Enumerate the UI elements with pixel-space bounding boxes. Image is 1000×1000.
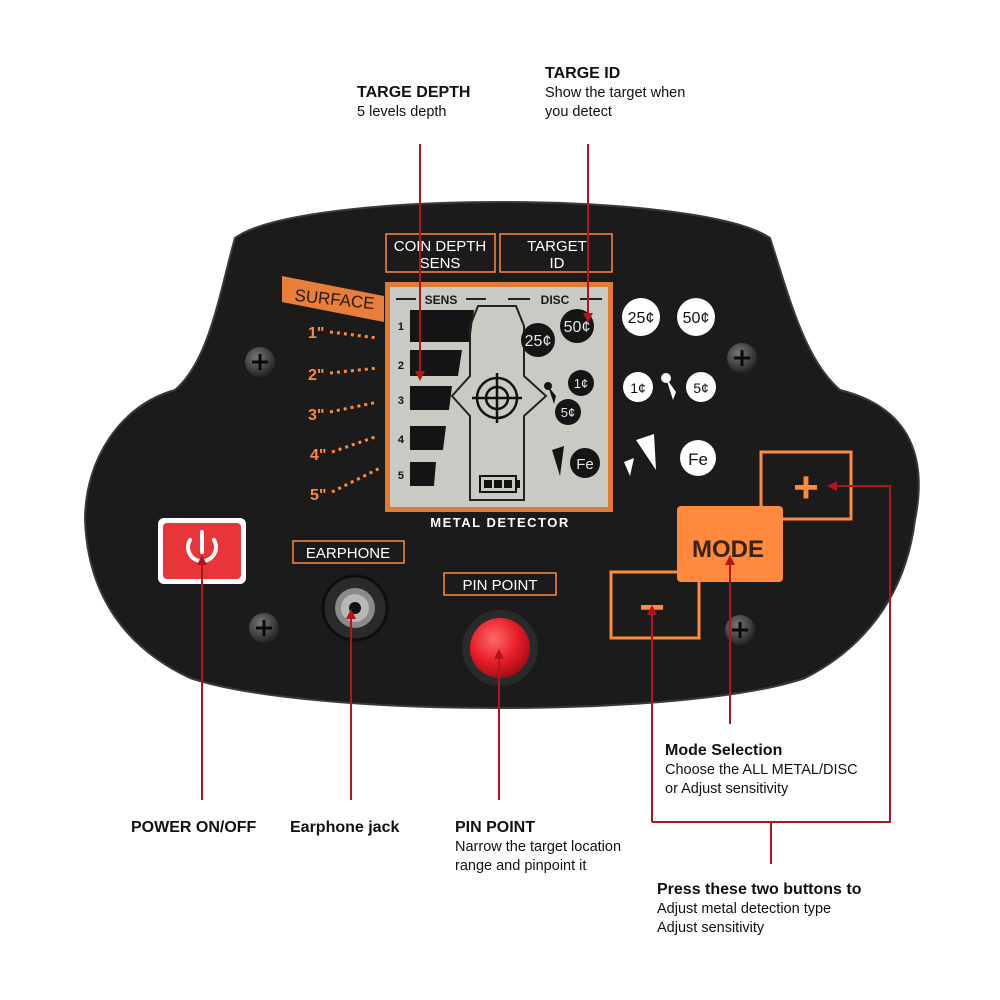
target-id-label: ID (550, 255, 565, 272)
svg-text:5¢: 5¢ (561, 405, 575, 420)
metal-detector-label: METAL DETECTOR (430, 515, 569, 530)
screw-icon (727, 343, 757, 373)
callout-desc: Adjust metal detection type (657, 901, 832, 917)
callout-desc: range and pinpoint it (455, 858, 587, 874)
battery-icon (479, 475, 520, 493)
callout-earphone: Earphone jack (290, 818, 399, 838)
crosshair-icon (472, 373, 522, 423)
mode-label: MODE (692, 536, 764, 563)
callout-desc: 5 levels depth (357, 104, 447, 120)
target-label: TARGET (527, 238, 587, 255)
screen-nail-icon (552, 446, 564, 476)
depth-bars (410, 310, 474, 486)
screw-icon (245, 347, 275, 377)
svg-text:1¢: 1¢ (630, 380, 646, 396)
screen-level-5: 5 (398, 470, 404, 482)
screen-coin-1-icon: 1¢ (568, 370, 594, 396)
callout-title: Earphone jack (290, 819, 400, 836)
callout-title: Mode Selection (665, 742, 783, 759)
callout-target-depth: TARGE DEPTH 5 levels depth (357, 83, 470, 122)
screen-level-1: 1 (398, 321, 404, 333)
screen-sens-label: SENS (425, 293, 458, 307)
callout-title: TARGE ID (545, 65, 621, 82)
power-button[interactable] (158, 518, 246, 584)
depth-mark-4: 4" (310, 447, 326, 464)
callout-power: POWER ON/OFF (131, 818, 256, 838)
callout-title: Press these two buttons to (657, 881, 862, 898)
coin-depth-header-box (385, 233, 496, 273)
screen-level-4: 4 (398, 434, 405, 446)
side-coin-50-icon: 50¢ (677, 298, 715, 336)
earphone-label-box (292, 540, 405, 564)
depth-mark-5: 5" (310, 487, 326, 504)
callout-mode-selection: Mode Selection Choose the ALL METAL/DISC… (665, 741, 858, 799)
earphone-label: EARPHONE (306, 545, 390, 562)
screen-level-3: 3 (398, 395, 404, 407)
depth-mark-1: 1" (308, 325, 324, 342)
side-coin-5-icon: 5¢ (686, 372, 716, 402)
svg-text:50¢: 50¢ (683, 310, 710, 327)
callout-title: TARGE DEPTH (357, 84, 471, 101)
side-nail-icon (624, 434, 656, 476)
side-coin-25-icon: 25¢ (622, 298, 660, 336)
svg-text:25¢: 25¢ (628, 310, 655, 327)
svg-text:25¢: 25¢ (525, 333, 552, 350)
depth-mark-3: 3" (308, 407, 324, 424)
surface-tag (282, 276, 384, 322)
screw-icon (725, 615, 755, 645)
callout-title: POWER ON/OFF (131, 819, 257, 836)
callout-title: PIN POINT (455, 819, 536, 836)
screen-disc-label: DISC (541, 293, 570, 307)
svg-text:Fe: Fe (688, 450, 708, 469)
side-fe-icon: Fe (680, 440, 716, 476)
callout-desc: Choose the ALL METAL/DISC (665, 762, 858, 778)
screen-coin-5-icon: 5¢ (555, 399, 581, 425)
svg-text:50¢: 50¢ (564, 319, 591, 336)
callout-desc: Show the target when (545, 85, 686, 101)
callout-lines (197, 144, 891, 864)
pinpoint-button[interactable] (462, 610, 538, 686)
callout-desc: or Adjust sensitivity (665, 781, 789, 797)
depth-mark-2: 2" (308, 367, 324, 384)
svg-text:1¢: 1¢ (574, 376, 588, 391)
screen-fe-icon: Fe (570, 448, 600, 478)
pinpoint-label-box (443, 572, 557, 596)
callout-desc: Narrow the target location (455, 839, 622, 855)
pinpoint-label: PIN POINT (462, 577, 537, 594)
side-pulltab-icon (661, 373, 676, 400)
coin-depth-label: COIN DEPTH (394, 238, 487, 255)
svg-text:5¢: 5¢ (693, 380, 709, 396)
coin-depth-sens-label: SENS (420, 255, 461, 272)
earphone-jack[interactable] (321, 574, 389, 642)
screen-pulltab-icon (544, 382, 556, 404)
side-coin-1-icon: 1¢ (623, 372, 653, 402)
callout-desc: you detect (545, 104, 612, 120)
screen-level-2: 2 (398, 360, 404, 372)
svg-text:Fe: Fe (576, 456, 594, 473)
target-id-header-box (499, 233, 613, 273)
callout-target-id: TARGE ID Show the target when you detect (545, 64, 685, 122)
callout-two-buttons: Press these two buttons to Adjust metal … (657, 880, 861, 938)
depth-scale: 1" 2" 3" 4" 5" (308, 325, 381, 504)
callout-pinpoint: PIN POINT Narrow the target location ran… (455, 818, 621, 876)
plus-icon: + (793, 463, 819, 512)
screw-icon (249, 613, 279, 643)
screen-coin-25-icon: 25¢ (521, 323, 555, 357)
callout-desc: Adjust sensitivity (657, 920, 765, 936)
